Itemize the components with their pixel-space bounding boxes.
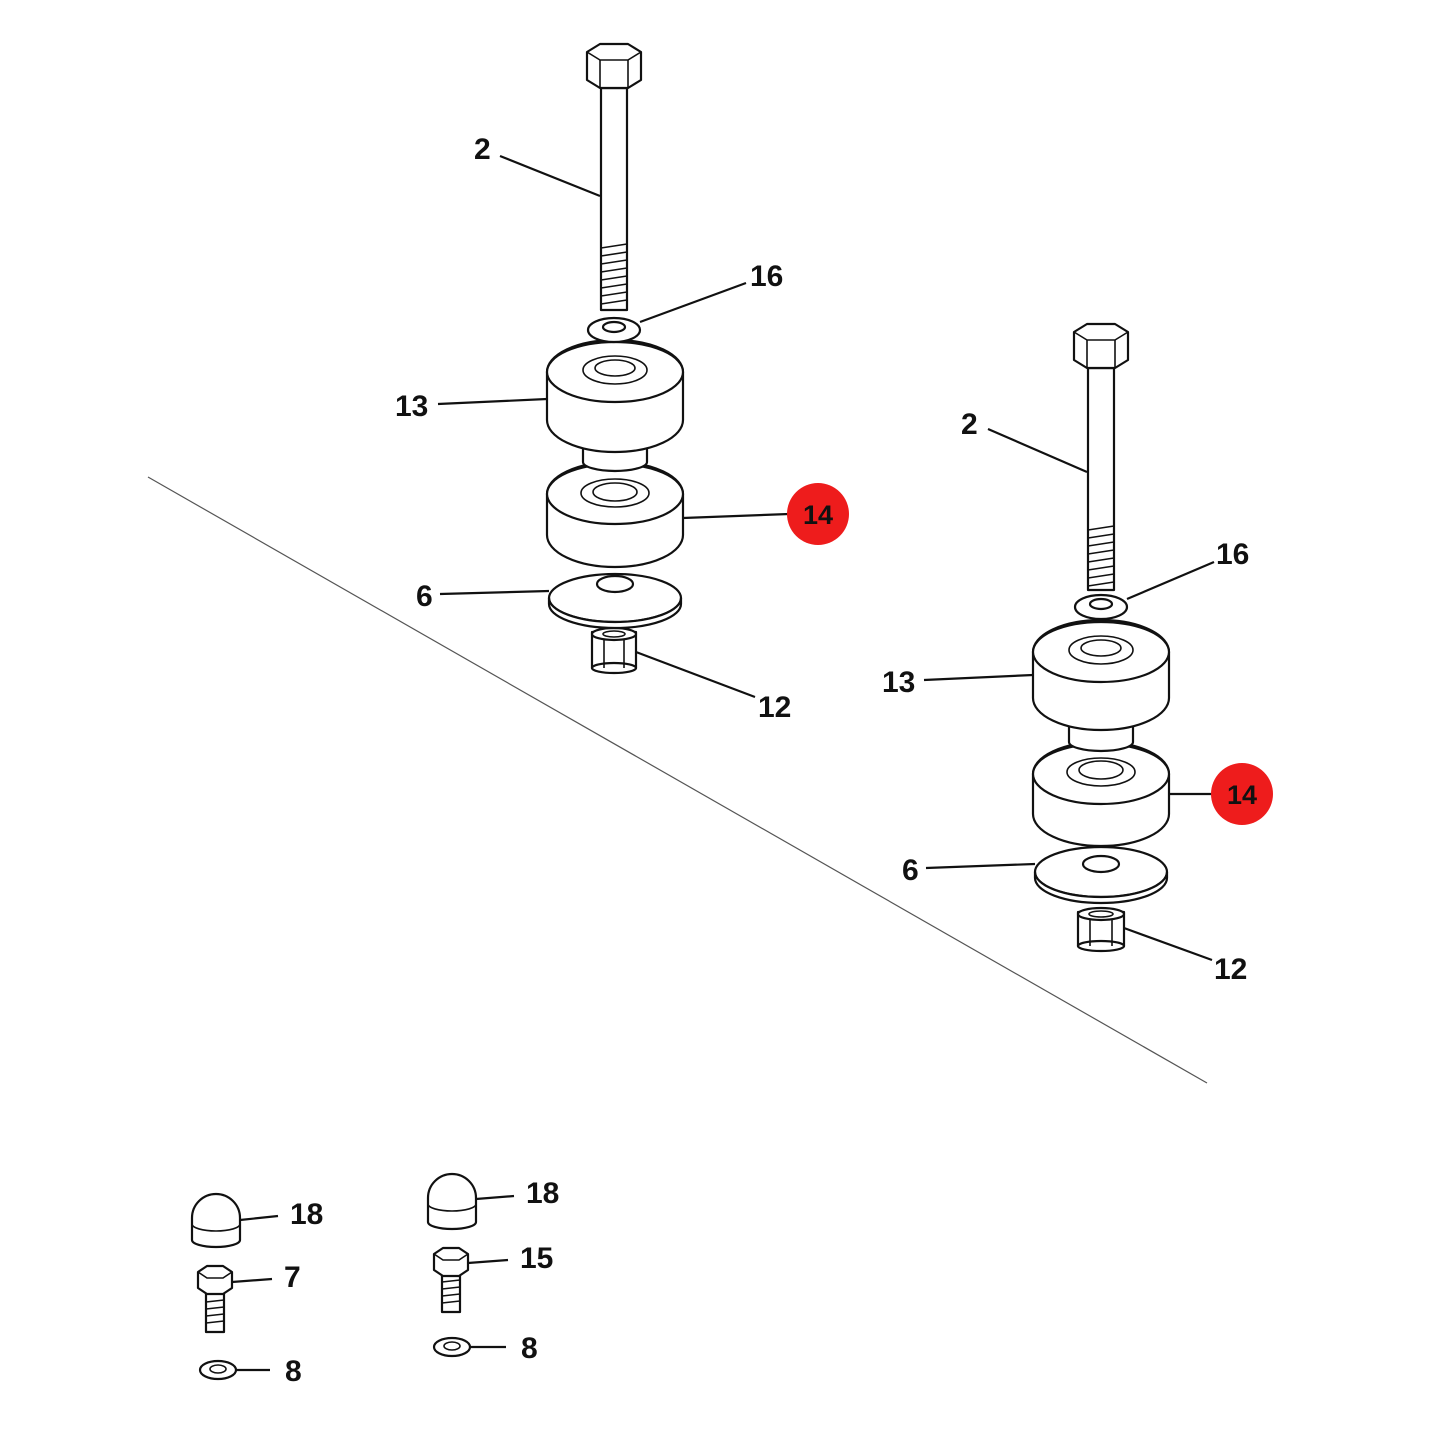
left-washer-6 (547, 572, 683, 630)
callout-left-16: 16 (750, 260, 783, 293)
right-bolt-thread (1087, 525, 1115, 587)
callout-left-6: 6 (416, 580, 433, 613)
hardware-kit-b: 18 15 8 (426, 1172, 559, 1365)
callout-right-16: 16 (1216, 538, 1249, 571)
callout-right-12: 12 (1214, 953, 1247, 986)
callout-left-14: 14 (803, 500, 833, 530)
right-bolt-2 (1072, 322, 1130, 592)
right-nut-12 (1076, 906, 1126, 953)
leader-left-13 (437, 397, 548, 406)
callout-kit-a-18: 18 (290, 1198, 323, 1231)
callout-kit-a-7: 7 (284, 1261, 301, 1294)
left-mount-14 (545, 460, 685, 569)
callout-left-12: 12 (758, 691, 791, 724)
leader-right-16 (1126, 560, 1215, 601)
callout-left-13: 13 (395, 390, 428, 423)
leader-left-14 (682, 512, 790, 520)
left-bolt-2 (585, 42, 643, 312)
left-mount-13 (545, 338, 685, 454)
highlight-marker-right-14[interactable] (1211, 763, 1273, 825)
left-washer-16 (586, 316, 642, 344)
left-bolt-thread (600, 243, 628, 305)
kit-a-washer-8 (198, 1359, 238, 1381)
callout-right-2: 2 (961, 408, 978, 441)
callout-right-13: 13 (882, 666, 915, 699)
leader-left-2 (499, 154, 601, 198)
kit-b-bolt-15 (432, 1246, 470, 1314)
highlight-marker-left-14[interactable] (787, 483, 849, 545)
callout-right-6: 6 (902, 854, 919, 887)
left-mount-assembly: 2 16 13 14 6 12 (395, 42, 849, 724)
callout-kit-a-8: 8 (285, 1355, 302, 1388)
leader-right-12 (1123, 926, 1213, 962)
divider-line (147, 476, 1208, 1084)
leader-left-16 (639, 281, 747, 324)
right-spacer (1067, 722, 1135, 753)
kit-b-washer-8 (432, 1336, 472, 1358)
callout-right-14: 14 (1227, 780, 1257, 810)
leader-kit-a-18 (239, 1214, 279, 1222)
leader-right-2 (987, 427, 1088, 474)
callout-kit-b-8: 8 (521, 1332, 538, 1365)
right-mount-13 (1031, 618, 1171, 732)
right-mount-14 (1031, 740, 1171, 848)
leader-kit-b-15 (467, 1258, 509, 1265)
kit-a-cap-nut-18 (190, 1192, 242, 1249)
kit-b-cap-nut-18 (426, 1172, 478, 1231)
callout-kit-b-18: 18 (526, 1177, 559, 1210)
leader-kit-b-18 (475, 1194, 515, 1201)
leader-right-6 (925, 862, 1036, 870)
right-mount-assembly: 2 16 13 14 6 12 (882, 322, 1273, 986)
left-nut-12 (590, 626, 638, 675)
right-washer-6 (1033, 845, 1169, 905)
hardware-kit-a: 18 7 8 (190, 1192, 323, 1388)
leader-kit-a-7 (231, 1277, 273, 1284)
callout-left-2: 2 (474, 133, 491, 166)
leader-right-13 (923, 673, 1034, 682)
right-washer-16 (1073, 593, 1129, 621)
callout-kit-b-15: 15 (520, 1242, 553, 1275)
leader-left-6 (439, 589, 550, 596)
leader-left-12 (635, 650, 756, 699)
kit-a-bolt-7 (196, 1264, 234, 1334)
